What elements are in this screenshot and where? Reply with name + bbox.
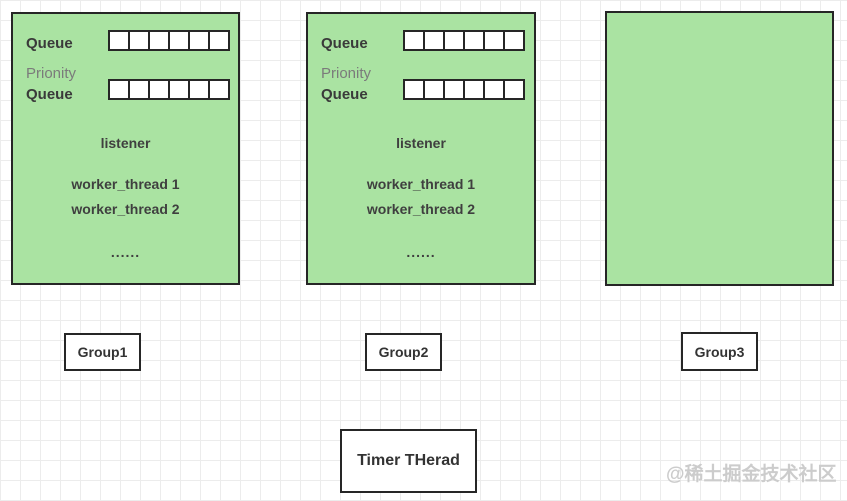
- queue-cell: [465, 81, 485, 98]
- ellipsis-label: ......: [406, 244, 436, 260]
- queue-cell: [170, 81, 190, 98]
- queue-cell: [425, 32, 445, 49]
- group1-caption-box: Group1: [64, 333, 141, 371]
- queue-cell: [150, 32, 170, 49]
- timer-thread-box: Timer THerad: [340, 429, 477, 493]
- worker-thread-label: worker_thread 2: [71, 201, 180, 217]
- queue-cell: [110, 32, 130, 49]
- queue-cell: [210, 81, 228, 98]
- group1-panel: Queue Prionity Queue listener worker_thr…: [11, 12, 240, 285]
- priority-queue-cells: [108, 79, 230, 100]
- queue-cell: [130, 81, 150, 98]
- queue-cell: [505, 81, 523, 98]
- queue-cells: [403, 30, 525, 51]
- queue-cell: [505, 32, 523, 49]
- queue-cell: [110, 81, 130, 98]
- listener-label: listener: [100, 135, 151, 151]
- priority-queue-label-top: Prionity: [321, 65, 372, 82]
- group3-panel: [605, 11, 834, 286]
- queue-cell: [190, 32, 210, 49]
- queue-cell: [210, 32, 228, 49]
- group1-caption-label: Group1: [77, 344, 128, 360]
- queue-cell: [445, 81, 465, 98]
- watermark: @稀土掘金技术社区: [666, 464, 837, 485]
- queue-cell: [445, 32, 465, 49]
- priority-queue-cells: [403, 79, 525, 100]
- worker-thread-label: worker_thread 2: [366, 201, 476, 217]
- queue-cell: [425, 81, 445, 98]
- group3-caption-box: Group3: [681, 332, 758, 371]
- queue-cell: [485, 32, 505, 49]
- group2-caption-label: Group2: [378, 344, 429, 360]
- listener-label: listener: [396, 135, 446, 151]
- group3-caption-label: Group3: [694, 343, 745, 360]
- queue-cells: [108, 30, 230, 51]
- queue-label: Queue: [321, 35, 368, 52]
- queue-cell: [190, 81, 210, 98]
- ellipsis-label: ......: [110, 244, 141, 260]
- priority-queue-label-bottom: Queue: [321, 86, 368, 103]
- queue-cell: [405, 81, 425, 98]
- group2-caption-box: Group2: [365, 333, 442, 371]
- queue-cell: [130, 32, 150, 49]
- timer-thread-label: Timer THerad: [357, 452, 460, 469]
- priority-queue-label-top: Prionity: [26, 65, 77, 82]
- group2-panel: Queue Prionity Queue listener worker_thr…: [306, 12, 536, 285]
- queue-label: Queue: [26, 35, 73, 52]
- worker-thread-label: worker_thread 1: [366, 176, 476, 192]
- queue-cell: [405, 32, 425, 49]
- queue-cell: [465, 32, 485, 49]
- priority-queue-label-bottom: Queue: [26, 86, 73, 103]
- queue-cell: [150, 81, 170, 98]
- worker-thread-label: worker_thread 1: [71, 176, 180, 192]
- queue-cell: [170, 32, 190, 49]
- queue-cell: [485, 81, 505, 98]
